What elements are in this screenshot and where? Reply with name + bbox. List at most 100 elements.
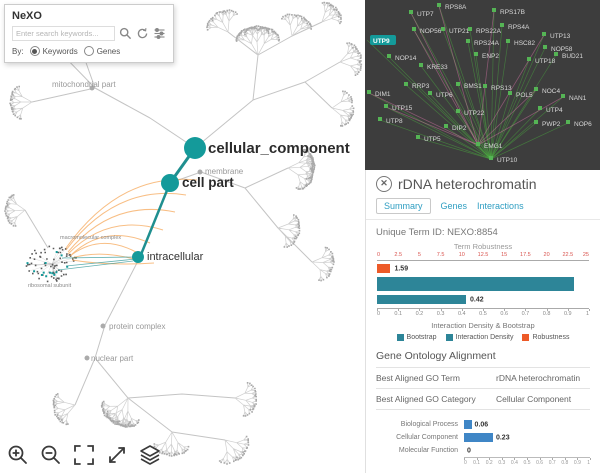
network-node[interactable] [508, 91, 512, 95]
network-node-label[interactable]: DIP2 [452, 125, 467, 132]
network-node-label[interactable]: UTP10 [497, 157, 518, 164]
network-node[interactable] [404, 82, 408, 86]
network-node-label[interactable]: UTP22 [464, 110, 485, 117]
network-node-label[interactable]: UTP6 [436, 92, 453, 99]
network-node[interactable] [387, 54, 391, 58]
network-node-label[interactable]: RPS17B [500, 9, 525, 16]
network-node[interactable] [566, 120, 570, 124]
tab-summary[interactable]: Summary [376, 198, 431, 214]
network-node[interactable] [468, 27, 472, 31]
network-node[interactable] [534, 120, 538, 124]
network-node-label[interactable]: ENP2 [482, 53, 499, 60]
layers-icon[interactable] [138, 443, 162, 467]
network-node[interactable] [474, 52, 478, 56]
network-node[interactable] [456, 109, 460, 113]
network-node[interactable] [476, 142, 480, 146]
network-node[interactable] [500, 23, 504, 27]
network-node-label[interactable]: BMS1 [464, 83, 482, 90]
network-node[interactable] [554, 52, 558, 56]
radio-keywords-label[interactable]: Keywords [42, 46, 78, 56]
network-node-label[interactable]: NOC4 [542, 88, 560, 95]
tree-node-mitochondrial-part[interactable]: mitochondrial part [52, 80, 116, 89]
network-node[interactable] [561, 94, 565, 98]
network-node-label[interactable]: RPS8A [445, 4, 467, 11]
ontology-tree-canvas[interactable] [0, 0, 365, 473]
network-node-label[interactable]: HSC82 [514, 40, 535, 47]
network-node-label[interactable]: UTP8 [386, 118, 403, 125]
settings-icon[interactable] [152, 27, 166, 41]
network-node[interactable] [506, 39, 510, 43]
network-node-label[interactable]: UTP21 [449, 28, 470, 35]
network-node[interactable] [416, 135, 420, 139]
network-node[interactable] [412, 27, 416, 31]
search-icon[interactable] [118, 27, 132, 41]
network-node-label[interactable]: UTP15 [392, 105, 413, 112]
network-node-label[interactable]: UTP5 [424, 136, 441, 143]
network-node[interactable] [527, 57, 531, 61]
network-node-label[interactable]: NOP58 [551, 46, 573, 53]
gene-network-canvas[interactable]: UTP7RPS8ARPS17BRPS4ARPS22AUTP21NOP56UTP9… [365, 0, 600, 170]
network-node-label[interactable]: RPS24A [474, 40, 500, 47]
zoom-out-button[interactable] [39, 443, 63, 467]
network-node-label[interactable]: NOP56 [420, 28, 442, 35]
tree-node-nuclear-part[interactable]: nuclear part [91, 354, 134, 363]
network-node-label[interactable]: UTP18 [535, 58, 556, 65]
network-node-label[interactable]: NOP6 [574, 121, 592, 128]
network-node-label[interactable]: EMG1 [484, 143, 503, 150]
radio-genes[interactable]: Genes [83, 46, 121, 56]
network-node-label[interactable]: POL5 [516, 92, 533, 99]
network-node[interactable] [428, 91, 432, 95]
network-node[interactable] [466, 39, 470, 43]
network-node-label[interactable]: RPS13 [491, 85, 512, 92]
network-node[interactable] [534, 87, 538, 91]
reset-icon[interactable] [135, 27, 149, 41]
network-node-label[interactable]: UTP4 [546, 107, 563, 114]
network-node-label[interactable]: KRE33 [427, 64, 448, 71]
network-node-highlight[interactable] [370, 35, 396, 45]
network-node-label[interactable]: UTP7 [417, 11, 434, 18]
network-node-label[interactable]: NOP14 [395, 55, 417, 62]
fit-screen-button[interactable] [72, 443, 96, 467]
network-node[interactable] [409, 10, 413, 14]
network-node[interactable] [543, 45, 547, 49]
tree-node-ribosomal-subunit[interactable]: ribosomal subunit [28, 283, 72, 289]
tree-node-membrane[interactable]: membrane [205, 167, 244, 176]
network-node[interactable] [492, 8, 496, 12]
tab-interactions[interactable]: Interactions [477, 201, 524, 211]
node-cellular-component[interactable] [184, 137, 206, 159]
node-minor[interactable] [100, 323, 106, 329]
network-node-label[interactable]: UTP9 [373, 38, 390, 45]
network-node[interactable] [437, 3, 441, 7]
network-node-label[interactable]: UTP13 [550, 33, 571, 40]
network-node[interactable] [489, 156, 493, 160]
network-node[interactable] [538, 106, 542, 110]
resize-button[interactable] [105, 443, 129, 467]
close-icon[interactable]: ✕ [376, 176, 392, 192]
radio-genes-circle[interactable] [83, 46, 94, 56]
tree-node-intracellular[interactable]: intracellular [147, 251, 204, 263]
tree-node-cellular-component[interactable]: cellular_component [208, 140, 350, 157]
tab-genes[interactable]: Genes [440, 201, 468, 211]
network-node[interactable] [367, 90, 371, 94]
radio-genes-label[interactable]: Genes [96, 46, 121, 56]
radio-keywords[interactable]: Keywords [29, 46, 78, 56]
network-node[interactable] [483, 84, 487, 88]
node-intracellular[interactable] [132, 251, 144, 263]
tree-node-protein-complex[interactable]: protein complex [109, 322, 166, 331]
network-node[interactable] [441, 27, 445, 31]
network-node[interactable] [384, 104, 388, 108]
network-node-label[interactable]: RRP3 [412, 83, 430, 90]
radio-keywords-circle[interactable] [29, 46, 40, 56]
search-input[interactable] [12, 26, 115, 41]
tree-node-cell-part[interactable]: cell part [182, 175, 234, 190]
network-node-label[interactable]: NAN1 [569, 95, 587, 102]
network-node-label[interactable]: PWP2 [542, 121, 561, 128]
zoom-in-button[interactable] [6, 443, 30, 467]
node-minor[interactable] [197, 169, 203, 175]
network-node-label[interactable]: BUD21 [562, 53, 583, 60]
node-cell-part[interactable] [161, 174, 179, 192]
network-node[interactable] [444, 124, 448, 128]
network-node[interactable] [542, 32, 546, 36]
network-node-label[interactable]: DIM1 [375, 91, 391, 98]
node-minor[interactable] [84, 355, 90, 361]
